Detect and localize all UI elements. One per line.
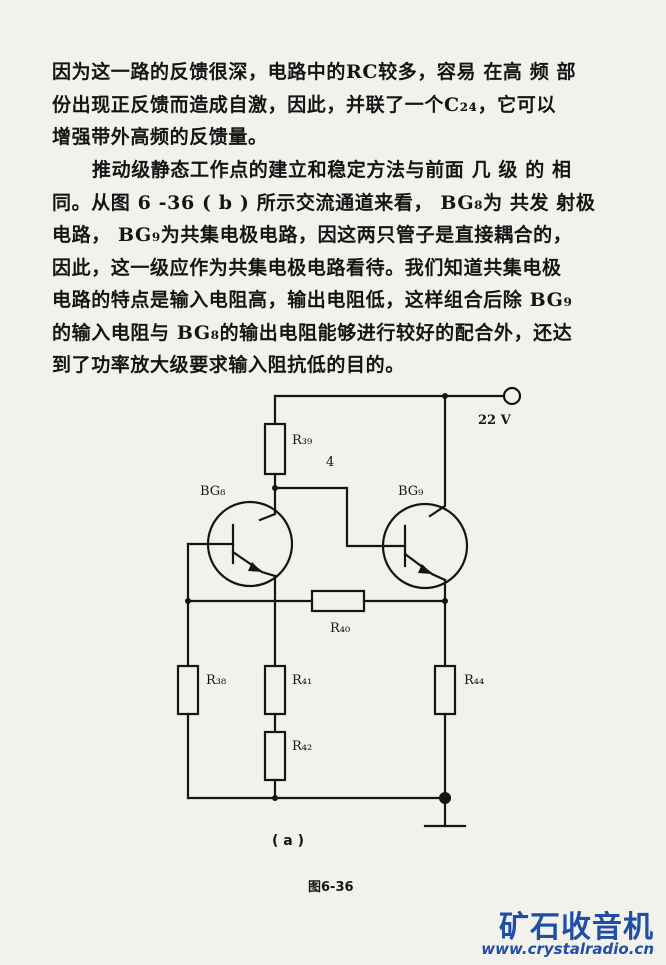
label-supply: 22 V (478, 413, 512, 428)
label-bg9: BG₉ (398, 484, 423, 499)
circuit-diagram: 22 V R₃₉ 4 BG₈ BG₉ R₄₀ R₃₈ R₄₁ R₄₄ R₄₂ (176, 386, 522, 828)
supply-terminal (502, 386, 522, 406)
resistor-r42 (263, 730, 287, 782)
text-line: 份出现正反馈而造成自激，因此，并联了一个C₂₄，它可以 (52, 93, 556, 116)
label-stray-mark: 4 (326, 455, 334, 470)
text-line: 同。从图 6 -36 ( b ) 所示交流通道来看， BG₈为 共发 射极 (52, 191, 596, 214)
watermark-site-name: 矿石收音机 (499, 910, 654, 945)
text-line: 因此，这一级应作为共集电极电路看待。我们知道共集电极 (52, 256, 562, 279)
figure-part-caption: ( a ) (272, 833, 304, 849)
label-r38: R₃₈ (206, 673, 226, 688)
bg9-emitter-arrow (418, 564, 432, 574)
resistor-r39 (263, 422, 287, 476)
text-line: 的输入电阻与 BG₈的输出电阻能够进行较好的配合外，还达 (52, 321, 573, 344)
bg8-emitter-arrow (248, 562, 262, 572)
label-r40: R₄₀ (330, 621, 350, 636)
wire-bg9-collector (428, 394, 447, 518)
junction-dot (185, 598, 191, 604)
transistor-bg9 (381, 502, 469, 590)
label-r42: R₄₂ (292, 739, 312, 754)
watermark-url[interactable]: www.crystalradio.cn (481, 940, 654, 958)
wire-bg8-collector (258, 508, 277, 522)
junction-dot (442, 393, 448, 399)
resistor-r40 (310, 589, 366, 613)
text-line: 电路的特点是输入电阻高，输出电阻低，这样组合后除 BG₉ (52, 289, 573, 311)
junction-dot (272, 795, 278, 801)
resistor-r41 (263, 664, 287, 716)
junction-dot (272, 485, 278, 491)
label-r44: R₄₄ (464, 673, 484, 688)
text-line: 电路， BG₉为共集电极电路，因这两只管子是直接耦合的， (52, 224, 573, 246)
label-r39: R₃₉ (292, 433, 312, 448)
resistor-r38 (176, 664, 200, 716)
text-line: 推动级静态工作点的建立和稳定方法与前面 几 级 的 相 (92, 159, 572, 181)
junction-dot (442, 598, 448, 604)
text-line: 因为这一路的反馈很深，电路中的RC较多，容易 在高 频 部 (52, 61, 577, 83)
paragraph-feedback: 因为这一路的反馈很深，电路中的RC较多，容易 在高 频 部 份出现正反馈而造成自… (52, 56, 622, 154)
paragraph-driver-stage: 推动级静态工作点的建立和稳定方法与前面 几 级 的 相 同。从图 6 -36 (… (52, 154, 622, 382)
figure-caption: 图6-36 (308, 880, 354, 895)
text-line: 增强带外高频的反馈量。 (52, 126, 268, 148)
label-bg8: BG₈ (200, 484, 225, 499)
resistor-r44 (433, 664, 457, 716)
junction-dot (439, 792, 451, 804)
text-line: 到了功率放大级要求输入阻抗低的目的。 (52, 354, 405, 376)
label-r41: R₄₁ (292, 673, 312, 688)
wire-to-bg9-base (273, 486, 407, 548)
